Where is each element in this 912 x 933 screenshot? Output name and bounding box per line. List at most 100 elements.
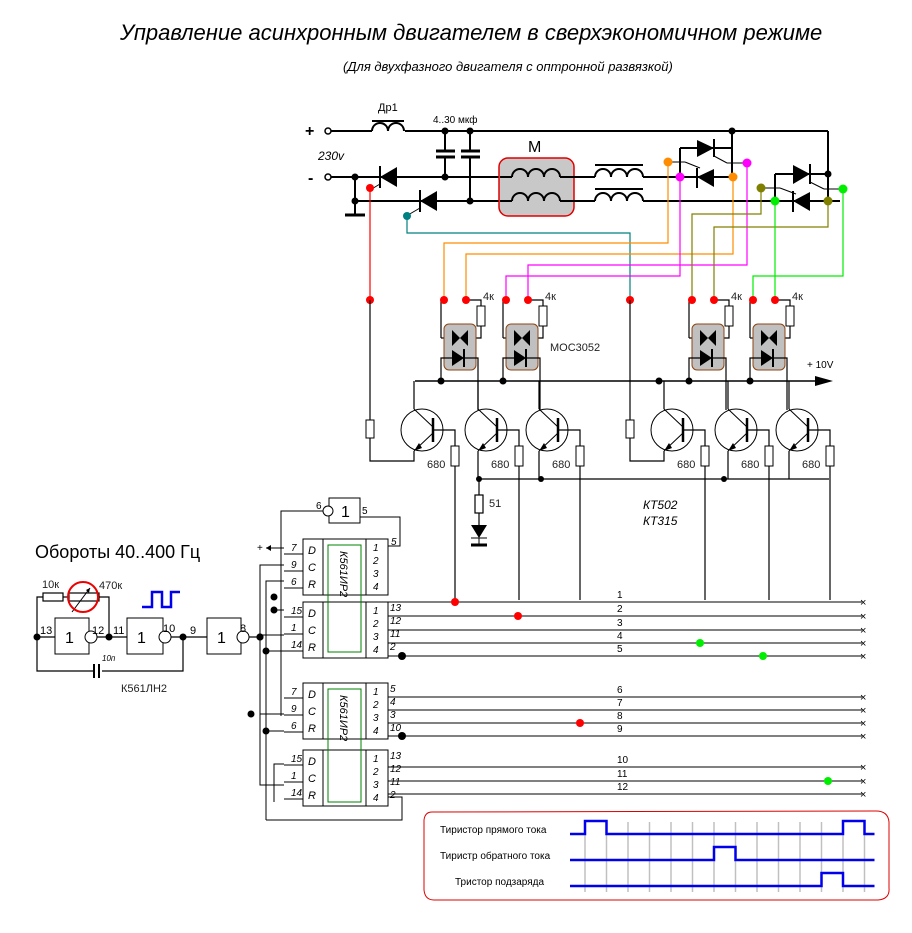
generator-title: Обороты 40..400 Гц [35, 542, 200, 562]
tap-point [759, 652, 767, 660]
supply-arrow-icon [815, 376, 833, 386]
svg-text:2: 2 [372, 767, 379, 778]
timing-row-label: Тристор подзаряда [455, 877, 545, 888]
choke-label: Др1 [378, 102, 398, 114]
svg-text:9: 9 [291, 704, 297, 715]
tap-point [576, 719, 584, 727]
output-line-number: 5 [617, 644, 623, 655]
svg-text:2: 2 [372, 700, 379, 711]
line-end-marker: × [860, 597, 866, 609]
pin-10: 10 [163, 623, 175, 635]
svg-text:C: C [308, 706, 316, 718]
control-terminals [366, 157, 848, 220]
timing-row-label: Тиристор прямого тока [440, 825, 547, 836]
tap-point [824, 777, 832, 785]
svg-text:6: 6 [291, 721, 297, 732]
timing-waveform [570, 819, 875, 836]
svg-text:15: 15 [291, 754, 303, 765]
svg-text:4: 4 [390, 697, 396, 708]
svg-text:R: R [308, 790, 316, 802]
output-line-4: ×4 [388, 631, 866, 650]
svg-text:1: 1 [291, 771, 297, 782]
timing-row-2: Тиристр обратного тока [440, 845, 875, 862]
line-end-marker: × [860, 789, 866, 801]
output-line-number: 12 [617, 782, 629, 793]
page-subtitle: (Для двухфазного двигателя с оптронной р… [343, 59, 673, 74]
triac-2-icon [761, 164, 843, 212]
transistor-2: 680 [464, 381, 524, 600]
page-title: Управление асинхронным двигателем в свер… [119, 20, 822, 45]
emitter-bus [471, 478, 829, 547]
opto-terminal [749, 296, 757, 304]
generator-chip-label: К561ЛН2 [121, 683, 167, 695]
output-line-number: 2 [617, 604, 623, 615]
svg-text:7: 7 [291, 543, 297, 554]
svg-text:3: 3 [373, 780, 379, 791]
svg-text:1: 1 [137, 630, 146, 647]
potentiometer-highlight[interactable] [67, 581, 99, 613]
opto-resistor-label: 4к [545, 291, 556, 303]
line-end-marker: × [860, 651, 866, 663]
svg-text:3: 3 [373, 632, 379, 643]
motor-box [498, 157, 575, 217]
opto-terminal [502, 296, 510, 304]
svg-text:13: 13 [390, 603, 402, 614]
svg-text:2: 2 [372, 619, 379, 630]
base-resistor-label: 680 [427, 459, 445, 471]
thyristor-reverse-icon [407, 190, 437, 216]
supply-label: + 10V [807, 360, 834, 371]
output-line-12: × 12 [388, 782, 866, 801]
timing-row-label: Тиристр обратного тока [440, 850, 551, 862]
pin-12: 12 [92, 625, 104, 637]
r1-label: 10к [42, 579, 59, 591]
svg-text:D: D [308, 756, 316, 768]
line-end-marker: × [860, 638, 866, 650]
output-line-number: 4 [617, 631, 623, 642]
opto-terminal [688, 296, 696, 304]
capacitor-label: 4..30 мкф [433, 114, 478, 126]
svg-text:5: 5 [391, 537, 397, 548]
transistor-1: 680 [400, 381, 460, 600]
plus-supply-label: + [257, 543, 263, 554]
transistor-model-1: КТ502 [643, 498, 678, 512]
svg-text:12: 12 [390, 764, 402, 775]
line-end-marker: × [860, 718, 866, 730]
svg-text:4: 4 [373, 726, 379, 737]
svg-text:D: D [308, 689, 316, 701]
line-end-marker: × [860, 705, 866, 717]
line-end-marker: × [860, 692, 866, 704]
svg-text:11: 11 [390, 777, 400, 788]
pot-arrow-icon [86, 588, 90, 593]
optocoupler-1: 4к [437, 291, 494, 410]
power-section [330, 120, 840, 217]
svg-text:4: 4 [373, 645, 379, 656]
timing-row-1: Тиристор прямого тока [440, 819, 875, 836]
register-chip-label: К561ИР2 [337, 695, 349, 741]
timing-panel-border [423, 810, 890, 901]
opto-resistor-label: 4к [483, 291, 494, 303]
register-chip-label: К561ИР2 [337, 551, 349, 597]
svg-text:3: 3 [373, 569, 379, 580]
transistor-5: 680 [714, 381, 774, 600]
plus-terminal [324, 127, 332, 135]
svg-text:R: R [308, 642, 316, 654]
base-resistor-label: 680 [552, 459, 570, 471]
output-lines: ×1×2×3×4×5×6×7×8×9×10×11×12 [388, 590, 866, 801]
transistor-model-2: КТ315 [643, 514, 678, 528]
output-line-1: ×1 [388, 590, 866, 609]
svg-text:1: 1 [217, 630, 226, 647]
svg-text:14: 14 [291, 788, 303, 799]
transistor-3: 680 [525, 381, 585, 600]
output-line-6: ×6 [388, 685, 866, 704]
output-line-11: ×11 [388, 769, 866, 788]
output-line-2: ×2 [388, 604, 866, 623]
svg-text:12: 12 [390, 616, 402, 627]
svg-text:9: 9 [291, 560, 297, 571]
output-line-number: 7 [617, 698, 623, 709]
svg-text:1: 1 [373, 754, 379, 765]
